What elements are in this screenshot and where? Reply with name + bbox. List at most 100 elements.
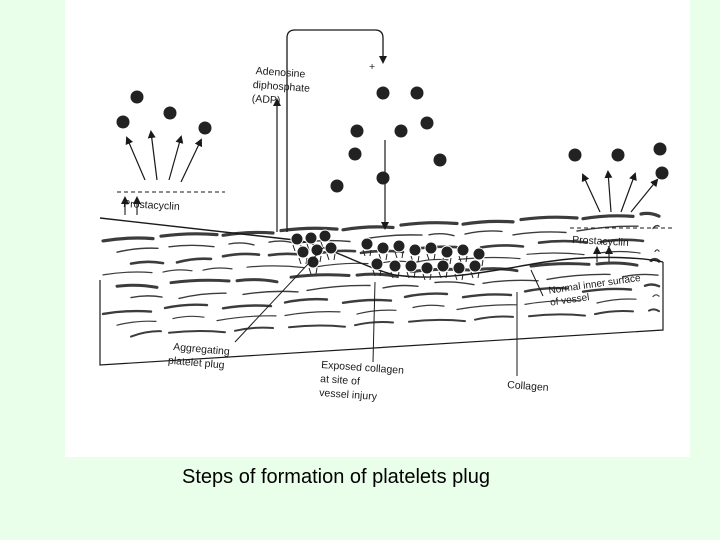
platelet bbox=[433, 153, 447, 167]
normal-inner-line1: Normal inner surface bbox=[548, 273, 642, 297]
adp-label-line2: diphosphate bbox=[252, 79, 310, 95]
arrow bbox=[180, 138, 203, 183]
adp-label-line3: (ADP) bbox=[251, 93, 280, 107]
normal-inner-line2: of vessel bbox=[550, 292, 591, 308]
plus-sign: + bbox=[369, 61, 375, 73]
pointer-aggregating bbox=[234, 247, 324, 343]
prostacyclin-left-arrows bbox=[121, 130, 203, 215]
platelet-pseudopod bbox=[454, 273, 464, 281]
prostacyclin-left-label: Prostacyclin bbox=[123, 198, 180, 213]
adhered-platelet bbox=[440, 245, 454, 259]
arrow bbox=[168, 135, 184, 181]
adhered-platelet bbox=[324, 241, 338, 255]
collagen-fiber-band bbox=[116, 294, 660, 326]
platelet-pseudopod bbox=[326, 253, 336, 261]
vessel-fibers bbox=[101, 211, 661, 338]
platelet-pseudopod bbox=[458, 255, 468, 263]
platelet-plug-figure: + bbox=[65, 0, 690, 457]
arrow bbox=[630, 178, 659, 213]
platelets bbox=[116, 86, 669, 281]
platelet-pseudopod bbox=[426, 253, 436, 261]
aggregating-line2: platelet plug bbox=[168, 355, 226, 372]
platelet-pseudopod bbox=[394, 251, 404, 259]
platelet bbox=[348, 147, 362, 161]
platelet-pseudopod bbox=[406, 271, 416, 279]
platelet bbox=[330, 179, 344, 193]
platelet bbox=[611, 148, 625, 162]
collagen-fiber-band bbox=[102, 249, 660, 276]
adhered-platelet bbox=[392, 239, 406, 253]
platelet-pseudopod bbox=[362, 249, 372, 257]
arrow bbox=[604, 170, 613, 213]
label-pointers bbox=[234, 247, 544, 376]
platelet-pseudopod bbox=[422, 273, 432, 281]
adhered-platelet bbox=[472, 247, 486, 261]
prostacyclin-right-label: Prostacyclin bbox=[572, 234, 629, 249]
platelet bbox=[410, 86, 424, 100]
pointer-normal-inner bbox=[530, 269, 544, 297]
exposed-line3: vessel injury bbox=[319, 387, 378, 403]
adhered-platelet bbox=[304, 231, 318, 245]
adhered-platelet bbox=[452, 261, 466, 275]
platelet bbox=[350, 124, 364, 138]
adhered-platelet bbox=[404, 259, 418, 273]
platelet-pseudopod bbox=[438, 271, 448, 279]
adhered-platelet bbox=[360, 237, 374, 251]
vessel-bottom-edge bbox=[99, 262, 664, 366]
platelet bbox=[653, 142, 667, 156]
collagen-label: Collagen bbox=[507, 379, 549, 394]
prostacyclin-right-arrows bbox=[581, 170, 659, 262]
adhered-platelet bbox=[424, 241, 438, 255]
adhered-platelet bbox=[318, 229, 332, 243]
collagen-fiber-band bbox=[101, 211, 661, 243]
platelet bbox=[198, 121, 212, 135]
platelet bbox=[655, 166, 669, 180]
platelet-pseudopod bbox=[390, 271, 400, 279]
exposed-collagen-label: Exposed collagen at site of vessel injur… bbox=[319, 359, 405, 403]
aggregating-line1: Aggregating bbox=[173, 341, 231, 358]
adhered-platelet bbox=[388, 259, 402, 273]
adp-feedback-loop bbox=[286, 29, 387, 232]
adhered-platelet bbox=[310, 243, 324, 257]
adhered-platelet bbox=[296, 245, 310, 259]
pointer-exposed-collagen bbox=[372, 281, 376, 363]
platelet bbox=[420, 116, 434, 130]
collagen-fiber-band bbox=[101, 283, 661, 316]
platelet-pseudopod bbox=[298, 257, 308, 265]
platelet bbox=[376, 86, 390, 100]
platelet bbox=[568, 148, 582, 162]
exposed-line2: at site of bbox=[320, 373, 361, 388]
platelet bbox=[130, 90, 144, 104]
arrow bbox=[147, 130, 158, 181]
adhered-platelet bbox=[370, 257, 384, 271]
adp-label: Adenosine diphosphate (ADP) bbox=[251, 65, 310, 107]
platelet bbox=[163, 106, 177, 120]
adhered-platelet bbox=[468, 259, 482, 273]
platelet bbox=[116, 115, 130, 129]
arrow bbox=[620, 172, 637, 213]
adhered-platelet bbox=[290, 232, 304, 246]
adhered-platelet bbox=[436, 259, 450, 273]
adhered-platelet bbox=[456, 243, 470, 257]
collagen-fiber-band bbox=[130, 273, 659, 300]
platelet-pseudopod bbox=[470, 271, 480, 279]
adhered-platelet bbox=[420, 261, 434, 275]
adhered-platelet bbox=[376, 241, 390, 255]
platelet-plug-diagram: + bbox=[99, 29, 675, 403]
collagen-fiber-band bbox=[130, 308, 660, 338]
platelet-pseudopod bbox=[308, 267, 318, 275]
vessel-wall bbox=[99, 211, 664, 366]
arrow bbox=[581, 173, 601, 213]
exposed-line1: Exposed collagen bbox=[321, 359, 405, 377]
figure-caption: Steps of formation of platelets plug bbox=[182, 466, 490, 488]
platelet bbox=[394, 124, 408, 138]
aggregating-label: Aggregating platelet plug bbox=[168, 341, 231, 372]
adp-arrows bbox=[273, 98, 389, 232]
platelet bbox=[376, 171, 390, 185]
adhered-platelet bbox=[408, 243, 422, 257]
arrow bbox=[125, 136, 146, 181]
adp-label-line1: Adenosine bbox=[255, 65, 305, 80]
platelet-pseudopod bbox=[372, 269, 382, 277]
adhered-platelet bbox=[306, 255, 320, 269]
